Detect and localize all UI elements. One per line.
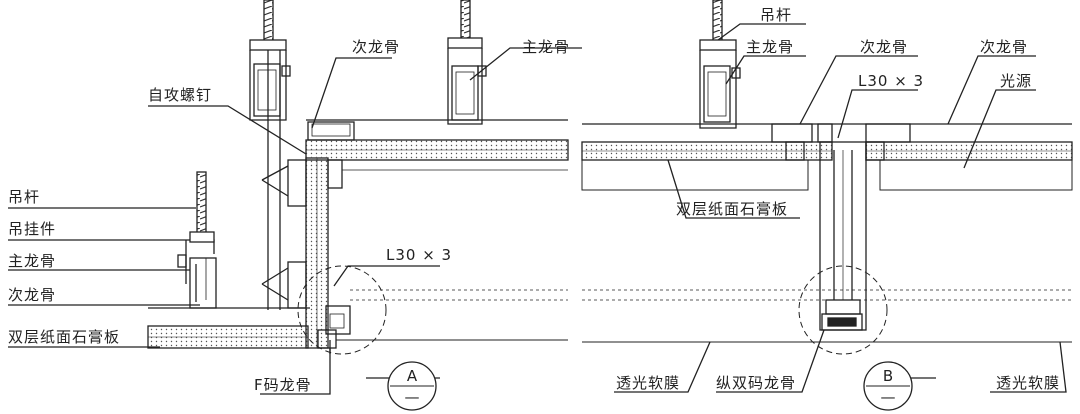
label-main-keel: 主龙骨 <box>8 252 56 270</box>
marker-b-letter: B <box>883 367 893 385</box>
marker-a-sub: — <box>405 388 420 406</box>
label-hanger-rod-right: 吊杆 <box>760 6 792 24</box>
detail-marker-b: B — <box>863 361 913 411</box>
label-membrane-left: 透光软膜 <box>616 374 680 392</box>
left-section <box>8 0 582 395</box>
label-main-keel-top: 主龙骨 <box>522 38 570 56</box>
label-secondary-keel-right-2: 次龙骨 <box>980 38 1028 56</box>
label-hanger: 吊挂件 <box>8 220 56 238</box>
label-self-tapping-screw: 自攻螺钉 <box>148 86 212 104</box>
label-hanger-rod: 吊杆 <box>8 188 40 206</box>
left-tall-hanger-rod <box>263 0 274 47</box>
label-angle-steel-right: L30 × 3 <box>858 72 924 90</box>
detail-circle-b <box>798 265 888 355</box>
left-low-hanger-rod <box>196 171 207 235</box>
label-gypsum-board: 双层纸面石膏板 <box>8 328 120 346</box>
detail-circle-a <box>297 265 387 355</box>
label-light-source: 光源 <box>1000 72 1032 90</box>
label-secondary-keel-right-1: 次龙骨 <box>860 38 908 56</box>
left-low-hanger-assembly <box>177 171 217 309</box>
detail-marker-a: A — <box>387 361 437 411</box>
label-angle-steel-left: L30 × 3 <box>386 246 452 264</box>
label-membrane-right: 透光软膜 <box>996 374 1060 392</box>
marker-a-letter: A <box>407 367 418 385</box>
label-secondary-keel: 次龙骨 <box>8 286 56 304</box>
right-section <box>581 0 1073 393</box>
label-main-keel-right: 主龙骨 <box>746 38 794 56</box>
label-double-keel: 纵双码龙骨 <box>716 374 796 392</box>
label-gypsum-board-right: 双层纸面石膏板 <box>676 200 788 218</box>
label-f-keel: F码龙骨 <box>254 376 312 394</box>
marker-b-sub: — <box>881 388 896 406</box>
label-secondary-keel-top: 次龙骨 <box>352 38 400 56</box>
